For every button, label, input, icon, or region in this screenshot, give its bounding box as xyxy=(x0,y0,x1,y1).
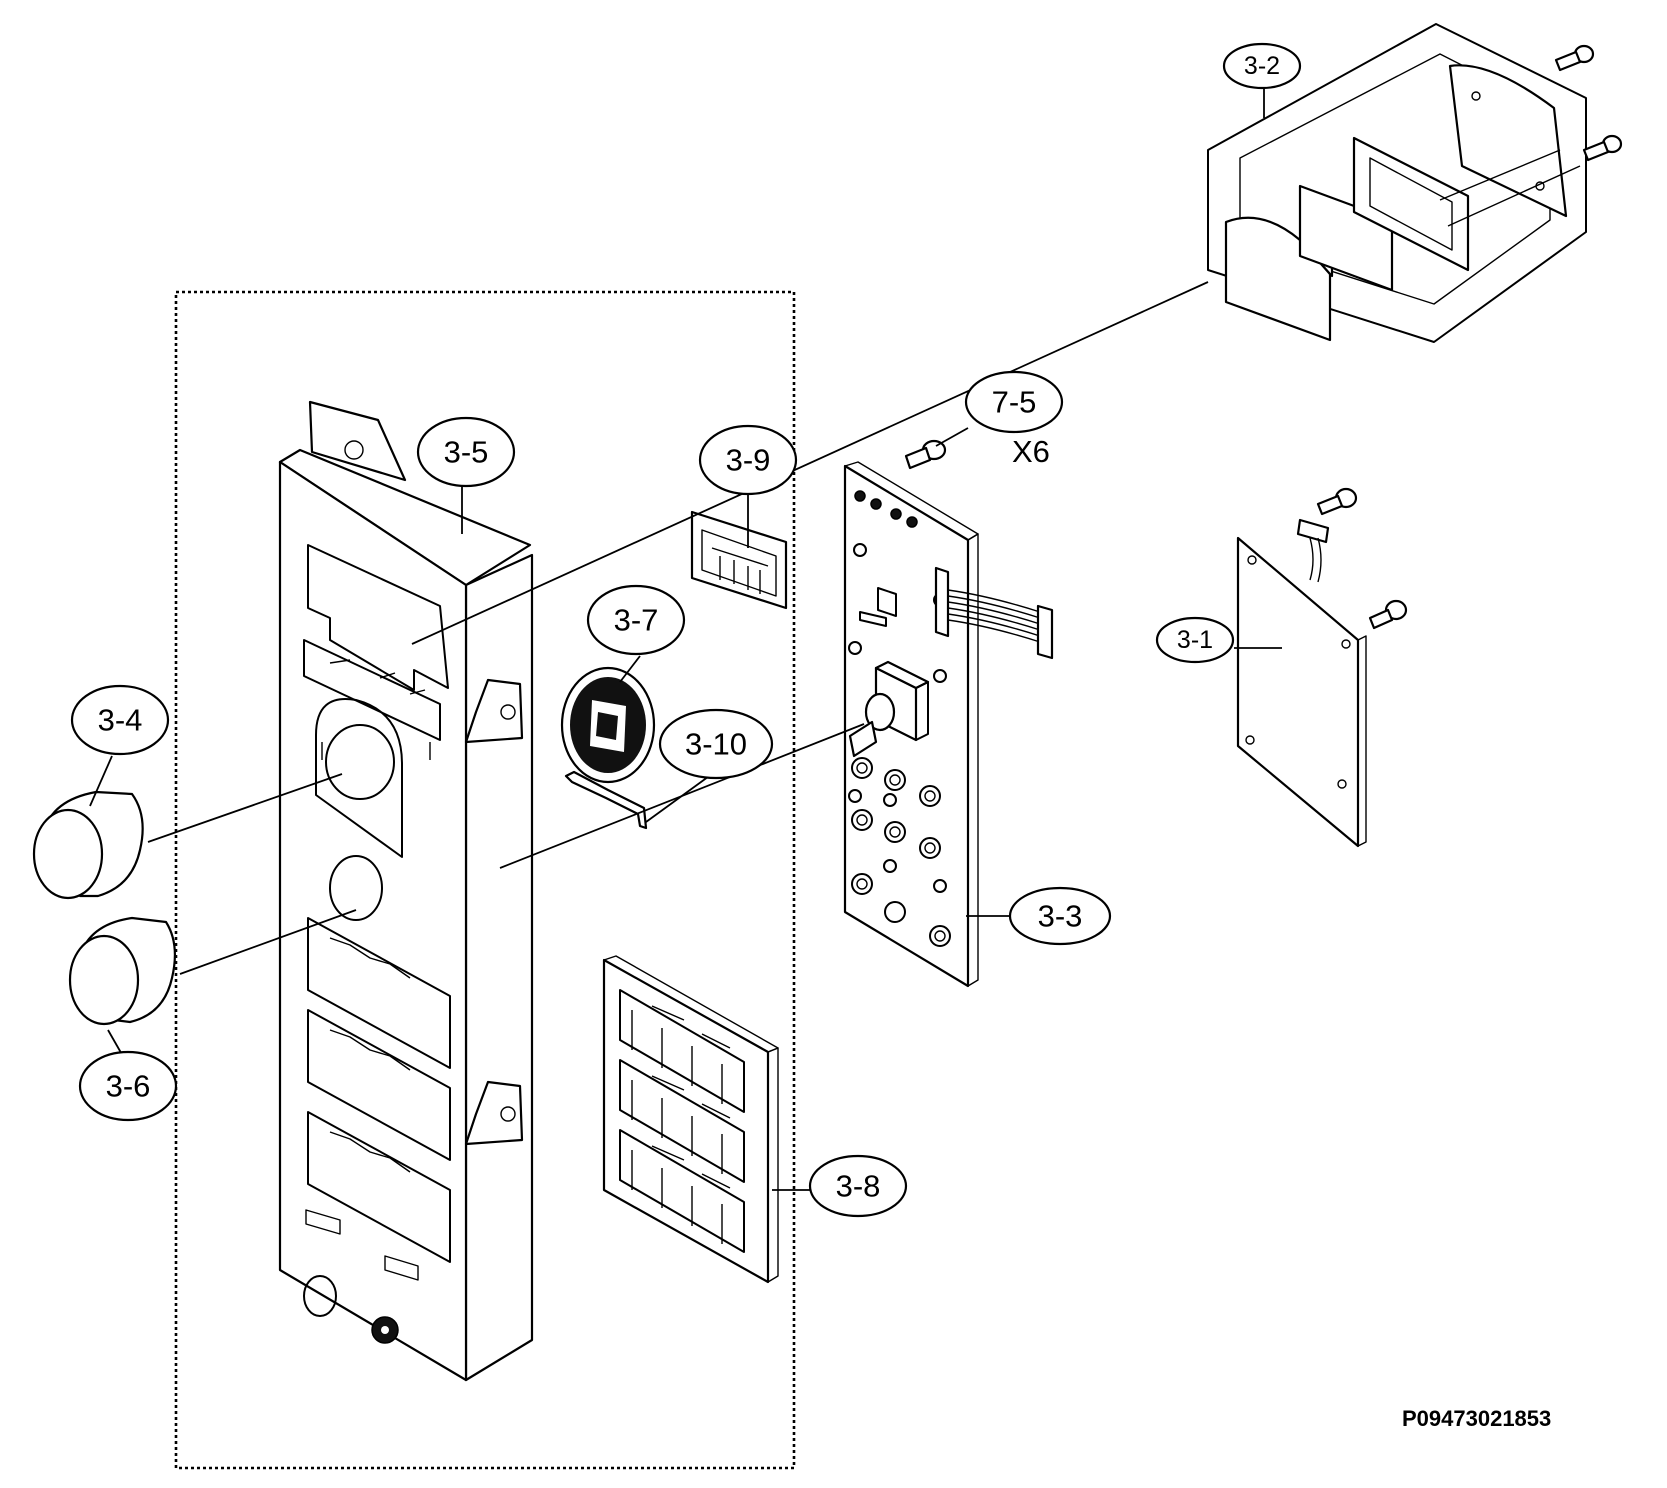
main-circuit-board xyxy=(843,461,1054,988)
rotary-dial xyxy=(560,666,656,784)
callout-label: 3-8 xyxy=(836,1169,881,1204)
callout-3-4: 3-4 xyxy=(70,684,170,756)
callout-3-3: 3-3 xyxy=(1008,886,1112,946)
callout-label: 3-6 xyxy=(106,1069,151,1104)
callout-7-5: 7-5 xyxy=(964,370,1064,434)
diagram-code: P09473021853 xyxy=(1402,1406,1551,1431)
callout-3-2: 3-2 xyxy=(1222,42,1302,90)
selector-knob-upper xyxy=(32,790,144,900)
display-assembly xyxy=(1207,23,1623,343)
callout-label: 3-9 xyxy=(726,443,771,478)
callout-3-1: 3-1 xyxy=(1155,616,1235,664)
spring-clip xyxy=(564,770,648,830)
callout-label: 3-5 xyxy=(444,435,489,470)
screw xyxy=(904,439,947,470)
callout-3-9: 3-9 xyxy=(698,424,798,496)
callout-label: 3-1 xyxy=(1177,626,1213,654)
keypad-frame xyxy=(602,955,779,1284)
sub-circuit-board xyxy=(1236,487,1408,848)
control-panel-frame xyxy=(278,400,534,1382)
callout-label: 3-10 xyxy=(685,727,747,762)
callout-3-8: 3-8 xyxy=(808,1154,908,1218)
quantity-note: X6 xyxy=(1012,434,1050,469)
callout-label: 3-7 xyxy=(614,603,659,638)
callout-3-7: 3-7 xyxy=(586,584,686,656)
callout-label: 3-2 xyxy=(1244,52,1280,80)
callout-label: 7-5 xyxy=(992,385,1037,420)
connector-board xyxy=(690,510,788,610)
callout-3-5: 3-5 xyxy=(416,416,516,488)
selector-knob-lower xyxy=(68,916,177,1026)
callout-label: 3-3 xyxy=(1038,899,1083,934)
callout-3-6: 3-6 xyxy=(78,1050,178,1122)
assembly-group-boundary xyxy=(174,290,796,1470)
callout-3-10: 3-10 xyxy=(658,708,774,780)
callout-label: 3-4 xyxy=(98,703,143,738)
